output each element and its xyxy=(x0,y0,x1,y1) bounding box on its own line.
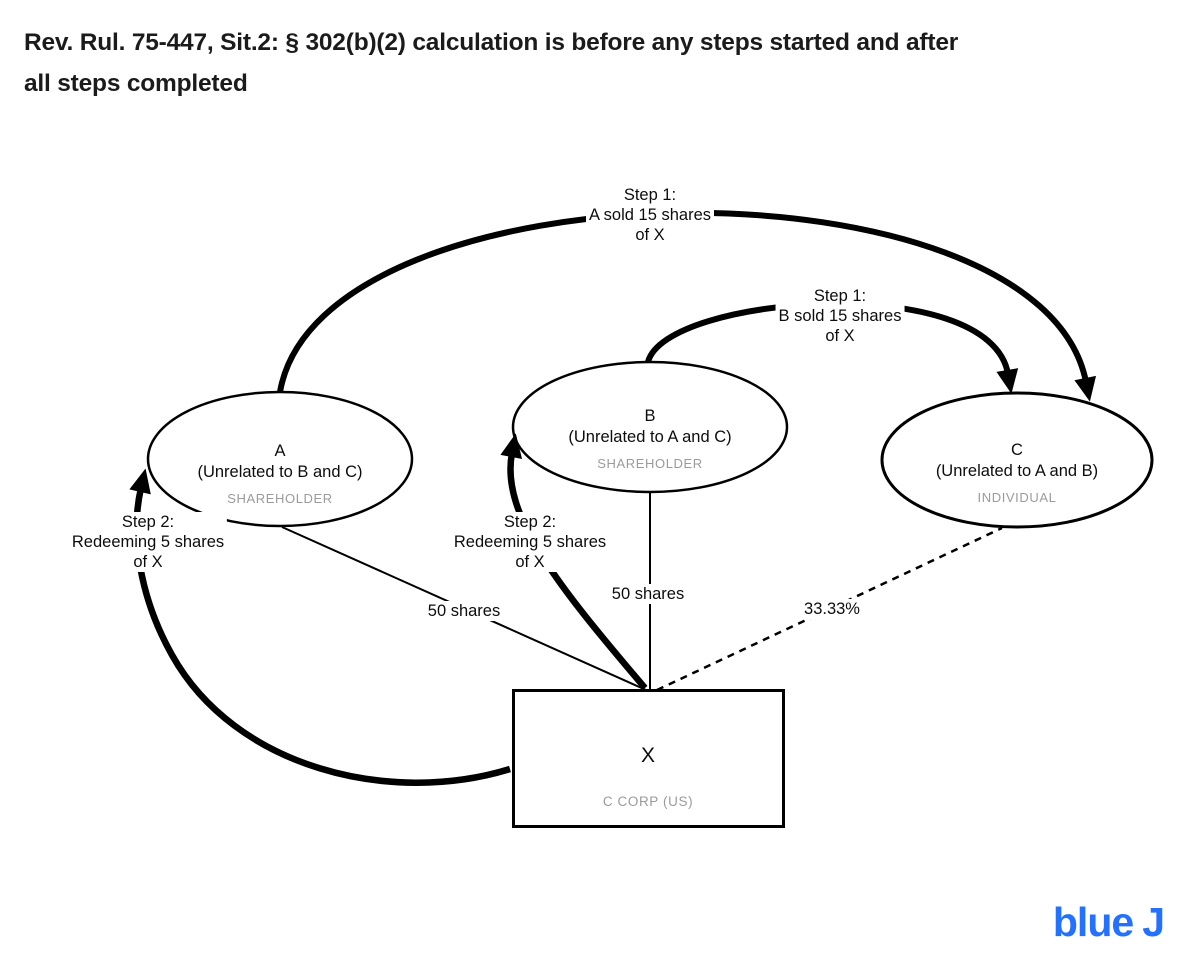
node-x-name: X xyxy=(640,744,655,767)
node-c-name: C xyxy=(1011,441,1023,459)
edge-label-step1-b: Step 1: B sold 15 shares of X xyxy=(775,286,905,346)
node-a-name: A xyxy=(274,442,286,460)
diagram-title-line1: Rev. Rul. 75-447, Sit.2: § 302(b)(2) cal… xyxy=(24,29,959,56)
node-c-subtitle: (Unrelated to A and B) xyxy=(935,462,1099,480)
node-b-role: SHAREHOLDER xyxy=(597,456,703,471)
node-b-name: B xyxy=(644,407,656,425)
edge-label-c-ownership: 33.33% xyxy=(801,599,863,619)
node-a: A (Unrelated to B and C) SHAREHOLDER xyxy=(150,441,410,506)
edge-label-step2-a: Step 2: Redeeming 5 shares of X xyxy=(68,512,228,572)
edge-label-a-holding: 50 shares xyxy=(424,601,504,621)
node-x-role: C CORP (US) xyxy=(602,794,694,809)
blue-j-logo-word: blue xyxy=(1052,899,1134,945)
node-a-role: SHAREHOLDER xyxy=(227,491,333,506)
node-x-rect xyxy=(512,689,785,828)
diagram-title-line2: all steps completed xyxy=(24,70,248,97)
node-c-role: INDIVIDUAL xyxy=(977,490,1057,505)
node-a-subtitle: (Unrelated to B and C) xyxy=(197,463,363,481)
node-c: C (Unrelated to A and B) INDIVIDUAL xyxy=(877,440,1157,505)
edge-label-step1-a: Step 1: A sold 15 shares of X xyxy=(586,185,714,245)
diagram-title: Rev. Rul. 75-447, Sit.2: § 302(b)(2) cal… xyxy=(24,22,1179,104)
node-b-subtitle: (Unrelated to A and C) xyxy=(568,428,732,446)
edge-c-owns-x-dotted-line xyxy=(656,526,1003,692)
node-x: X C CORP (US) xyxy=(513,744,783,809)
edge-label-b-holding: 50 shares xyxy=(608,584,688,604)
edge-label-step2-b: Step 2: Redeeming 5 shares of X xyxy=(450,512,610,572)
node-b: B (Unrelated to A and C) SHAREHOLDER xyxy=(515,406,785,471)
blue-j-logo-letter: J xyxy=(1142,899,1165,945)
